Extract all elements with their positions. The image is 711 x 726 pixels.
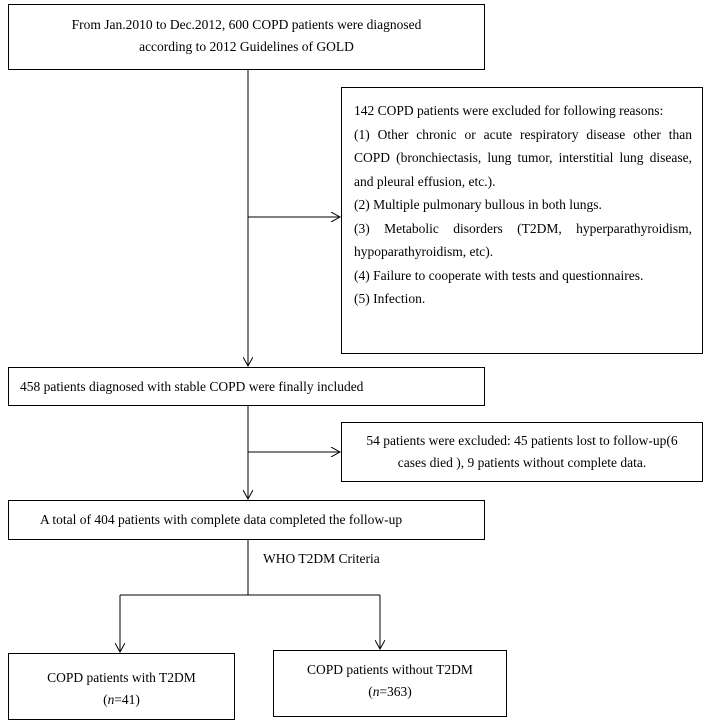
exclusion2-box: 54 patients were excluded: 45 patients l… <box>341 422 703 482</box>
group-without-count: (n=363) <box>368 684 412 699</box>
group-with-count: (n=41) <box>103 692 140 707</box>
step1-line2: according to 2012 Guidelines of GOLD <box>139 39 354 54</box>
exclusion1-box: 142 COPD patients were excluded for foll… <box>341 87 703 354</box>
exclusion1-reason-1: (1) Other chronic or acute respiratory d… <box>354 126 692 189</box>
group-with-t2dm-box: COPD patients with T2DM (n=41) <box>8 653 235 720</box>
group-without-title: COPD patients without T2DM <box>307 662 473 677</box>
step2-box: 458 patients diagnosed with stable COPD … <box>8 367 485 406</box>
exclusion1-reason-2: (2) Multiple pulmonary bullous in both l… <box>354 197 602 212</box>
group-without-t2dm-box: COPD patients without T2DM (n=363) <box>273 650 507 717</box>
n-variable: n <box>372 684 380 699</box>
step1-box: From Jan.2010 to Dec.2012, 600 COPD pati… <box>8 4 485 70</box>
exclusion2-line1: 54 patients were excluded: 45 patients l… <box>366 433 678 448</box>
exclusion1-intro: 142 COPD patients were excluded for foll… <box>354 103 664 118</box>
exclusion2-line2: cases died ), 9 patients without complet… <box>397 455 647 470</box>
step2-text: 458 patients diagnosed with stable COPD … <box>20 379 364 394</box>
exclusion1-reason-3: (3) Metabolic disorders (T2DM, hyperpara… <box>354 220 692 260</box>
n-variable: n <box>107 692 115 707</box>
step3-box: A total of 404 patients with complete da… <box>8 500 485 540</box>
exclusion1-reason-4: (4) Failure to cooperate with tests and … <box>354 267 644 283</box>
exclusion1-reason-5: (5) Infection. <box>354 291 426 306</box>
criteria-label: WHO T2DM Criteria <box>263 551 380 566</box>
group-with-title: COPD patients with T2DM <box>47 670 196 685</box>
step1-line1: From Jan.2010 to Dec.2012, 600 COPD pati… <box>71 17 422 32</box>
step3-text: A total of 404 patients with complete da… <box>40 512 403 527</box>
